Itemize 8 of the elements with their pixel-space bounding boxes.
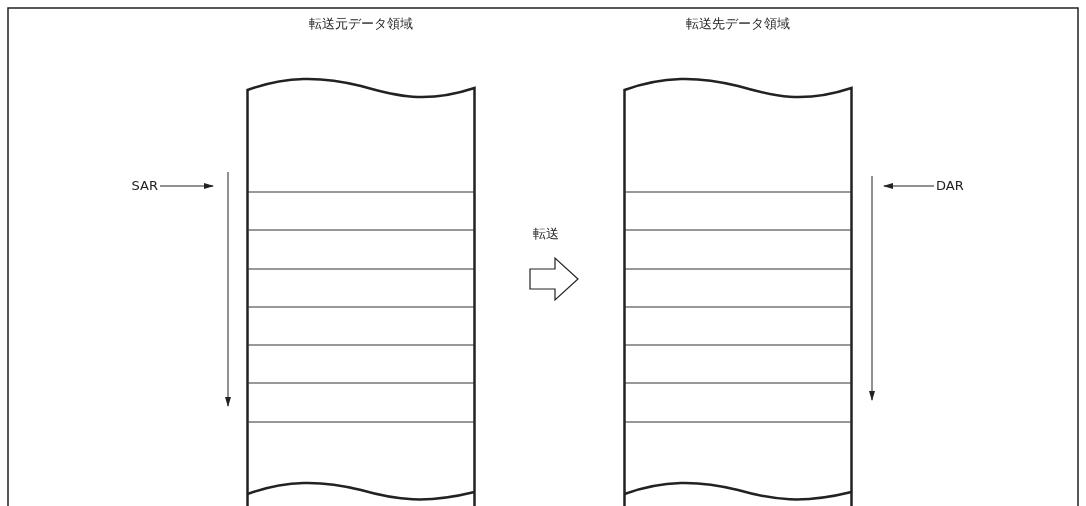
register-label: DAR	[936, 177, 976, 195]
pointer-arrow	[883, 183, 935, 189]
transfer-block-arrow	[529, 256, 579, 302]
area-heading: 転送元データ領域	[309, 15, 413, 33]
area-heading: 転送先データ領域	[686, 15, 790, 33]
register-label: SAR	[118, 177, 158, 195]
pointer-arrow	[159, 183, 214, 189]
edge-label: 転送	[533, 225, 559, 243]
